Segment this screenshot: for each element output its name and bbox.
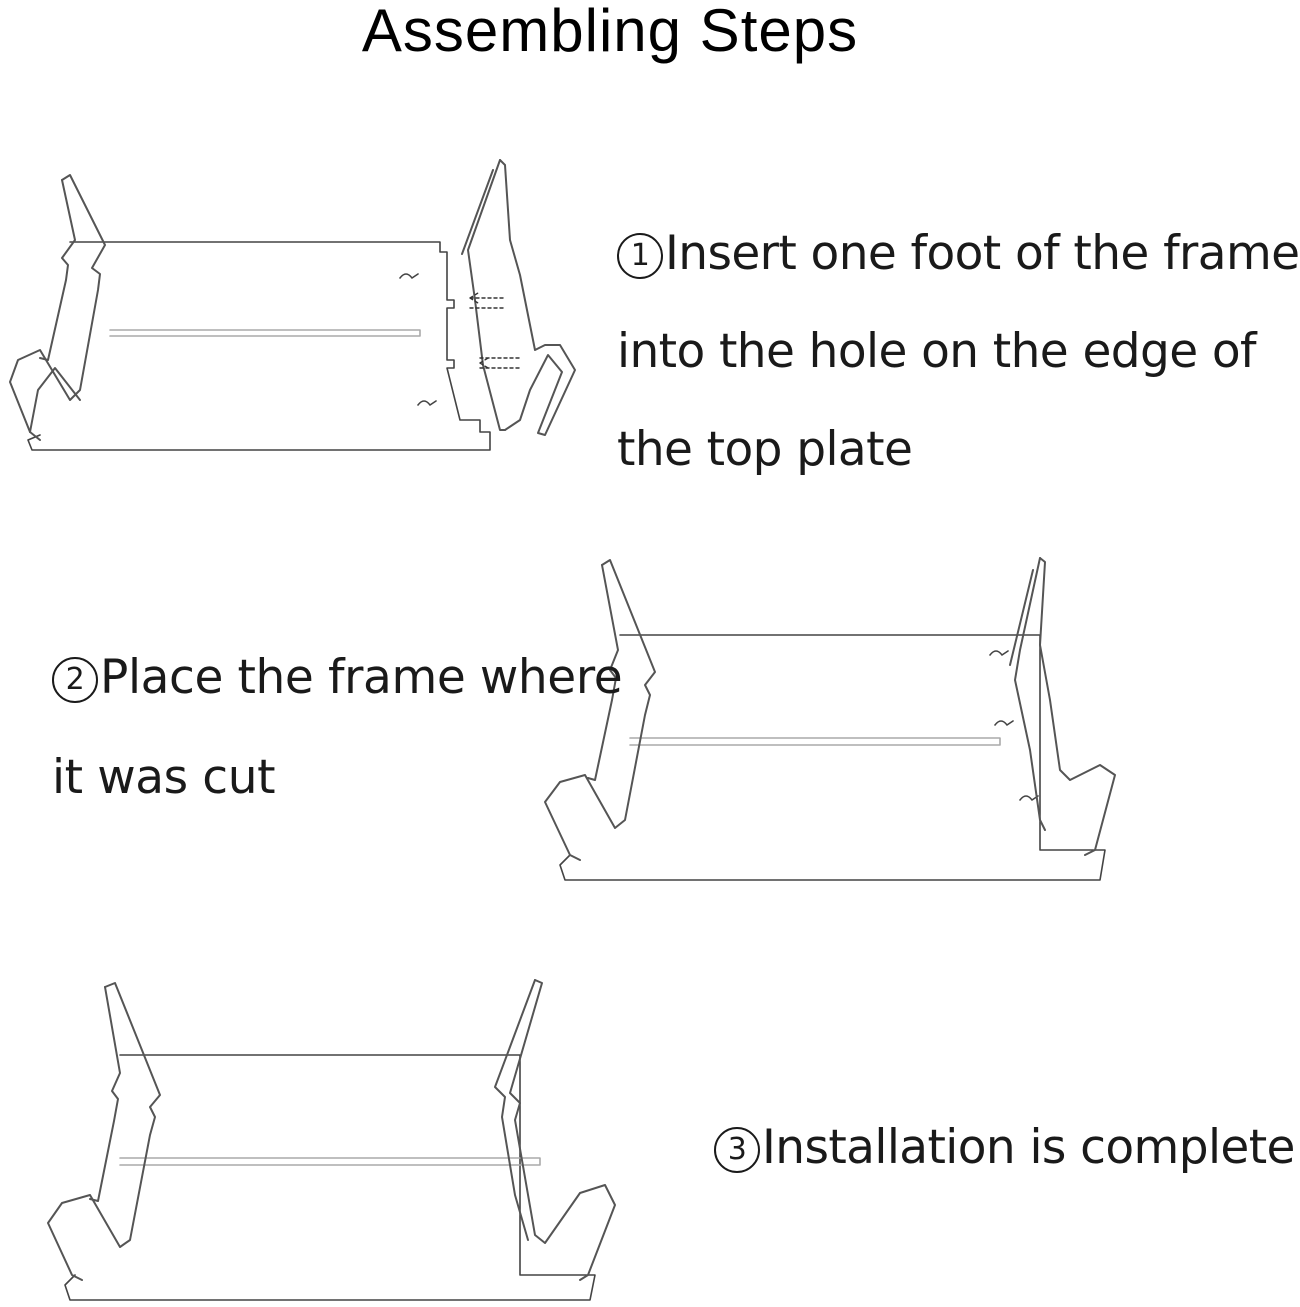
book-stand-step-1-illustration: [9, 159, 576, 451]
step-1-line-2: into the hole on the edge of: [617, 324, 1257, 379]
step-1-line-3: the top plate: [617, 422, 913, 477]
book-stand-step-2-illustration: [544, 557, 1116, 881]
step-1-line-1: Insert one foot of the frame: [665, 226, 1300, 281]
step-1-number: 1: [617, 233, 663, 279]
book-stand-step-3-illustration: [47, 979, 616, 1301]
step-2-line-2: it was cut: [52, 750, 276, 805]
step-2-line-1: Place the frame where: [100, 650, 623, 705]
page-title: Assembling Steps: [361, 0, 859, 64]
step-3-number: 3: [714, 1127, 760, 1173]
step-3-line-1: Installation is complete: [762, 1120, 1295, 1175]
step-2-number: 2: [52, 657, 98, 703]
